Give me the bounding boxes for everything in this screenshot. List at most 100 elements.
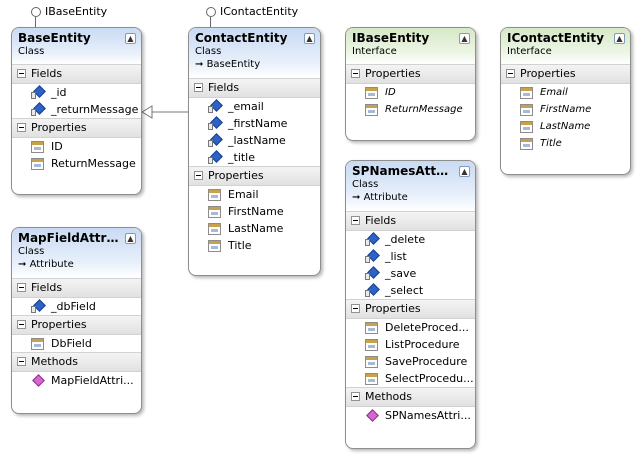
section-methods[interactable]: Methods [346,387,475,407]
section-fields[interactable]: Fields [12,278,141,298]
property-item[interactable]: ReturnMessage [346,101,475,118]
property-item[interactable]: ID [12,138,141,155]
lollipop-stem [35,17,36,31]
inherits-arrow-icon: ➞ [18,259,30,270]
field-icon [31,299,46,313]
section-title: Fields [31,281,63,294]
section-properties[interactable]: Properties [12,118,141,138]
minus-toggle-icon[interactable] [17,320,26,329]
shape-mapfield-attribute[interactable]: MapFieldAttri... Class ➞ Attribute ▲ Fie… [11,227,142,414]
field-item[interactable]: _select [346,282,475,299]
minus-toggle-icon[interactable] [17,283,26,292]
minus-toggle-icon[interactable] [351,392,360,401]
minus-toggle-icon[interactable] [17,357,26,366]
shape-header[interactable]: MapFieldAttri... Class ➞ Attribute ▲ [12,228,141,278]
shape-header[interactable]: SPNamesAttri... Class ➞ Attribute ▲ [346,161,475,211]
property-icon [365,356,378,368]
collapse-icon[interactable]: ▲ [125,233,136,244]
property-item[interactable]: ReturnMessage [12,155,141,172]
minus-toggle-icon[interactable] [17,69,26,78]
property-item[interactable]: DbField [12,335,141,352]
field-item[interactable]: _list [346,248,475,265]
minus-toggle-icon[interactable] [194,83,203,92]
collapse-icon[interactable]: ▲ [304,33,315,44]
property-icon [365,339,378,351]
method-item[interactable]: SPNamesAttri... [346,407,475,424]
field-item[interactable]: _firstName [189,115,320,132]
minus-toggle-icon[interactable] [351,69,360,78]
minus-toggle-icon[interactable] [351,304,360,313]
shape-kind: Class [195,46,222,57]
property-icon [365,373,378,385]
section-properties[interactable]: Properties [346,299,475,319]
shape-ibase-entity[interactable]: IBaseEntity Interface ▲ Properties ID Re… [345,27,476,141]
shape-base-entity[interactable]: BaseEntity Class ▲ Fields _id _returnMes… [11,27,142,195]
collapse-icon[interactable]: ▲ [459,33,470,44]
shape-contact-entity[interactable]: ContactEntity Class ➞ BaseEntity ▲ Field… [188,27,321,276]
property-item[interactable]: LastName [501,118,630,135]
shape-header[interactable]: IContactEntity Interface ▲ [501,28,630,64]
property-item[interactable]: Email [189,186,320,203]
field-item[interactable]: _delete [346,231,475,248]
property-item[interactable]: Title [501,135,630,152]
section-title: Methods [31,355,78,368]
section-fields[interactable]: Fields [346,211,475,231]
property-item[interactable]: DeleteProced... [346,319,475,336]
shape-header[interactable]: BaseEntity Class ▲ [12,28,141,64]
property-icon [31,338,44,350]
collapse-icon[interactable]: ▲ [614,33,625,44]
property-item[interactable]: FirstName [501,101,630,118]
property-item[interactable]: FirstName [189,203,320,220]
property-item[interactable]: ListProcedure [346,336,475,353]
collapse-icon[interactable]: ▲ [125,33,136,44]
property-item[interactable]: LastName [189,220,320,237]
property-icon [365,104,378,116]
field-item[interactable]: _save [346,265,475,282]
section-fields[interactable]: Fields [189,78,320,98]
property-item[interactable]: Title [189,237,320,254]
section-properties[interactable]: Properties [346,64,475,84]
section-fields[interactable]: Fields [12,64,141,84]
method-icon [31,374,45,387]
minus-toggle-icon[interactable] [17,123,26,132]
field-item[interactable]: _dbField [12,298,141,315]
collapse-icon[interactable]: ▲ [459,166,470,177]
section-title: Properties [365,67,421,80]
field-item[interactable]: _id [12,84,141,101]
item-label: _email [228,100,264,113]
lollipop-circle-icon [31,7,41,17]
field-item[interactable]: _returnMessage [12,101,141,118]
property-icon [208,223,221,235]
section-properties[interactable]: Properties [501,64,630,84]
minus-toggle-icon[interactable] [194,171,203,180]
shape-header[interactable]: IBaseEntity Interface ▲ [346,28,475,64]
field-icon [365,266,380,280]
shape-icontact-entity[interactable]: IContactEntity Interface ▲ Properties Em… [500,27,631,175]
shape-spnames-attribute[interactable]: SPNamesAttri... Class ➞ Attribute ▲ Fiel… [345,160,476,449]
item-label: ListProcedure [385,338,460,351]
field-item[interactable]: _email [189,98,320,115]
property-item[interactable]: Email [501,84,630,101]
shape-header[interactable]: ContactEntity Class ➞ BaseEntity ▲ [189,28,320,78]
minus-toggle-icon[interactable] [506,69,515,78]
property-item[interactable]: SaveProcedure [346,353,475,370]
field-item[interactable]: _title [189,149,320,166]
method-item[interactable]: MapFieldAttri... [12,372,141,389]
method-icon [365,409,379,422]
section-title: Fields [31,67,63,80]
section-properties[interactable]: Properties [12,315,141,335]
item-label: _select [385,284,424,297]
property-icon [31,158,44,170]
section-title: Fields [365,214,397,227]
property-icon [365,322,378,334]
item-label: Title [228,239,252,252]
property-item[interactable]: ID [346,84,475,101]
minus-toggle-icon[interactable] [351,216,360,225]
property-item[interactable]: SelectProcedu... [346,370,475,387]
section-methods[interactable]: Methods [12,352,141,372]
item-label: _list [385,250,407,263]
section-properties[interactable]: Properties [189,166,320,186]
item-label: _firstName [228,117,288,130]
lollipop-circle-icon [206,7,216,17]
field-item[interactable]: _lastName [189,132,320,149]
